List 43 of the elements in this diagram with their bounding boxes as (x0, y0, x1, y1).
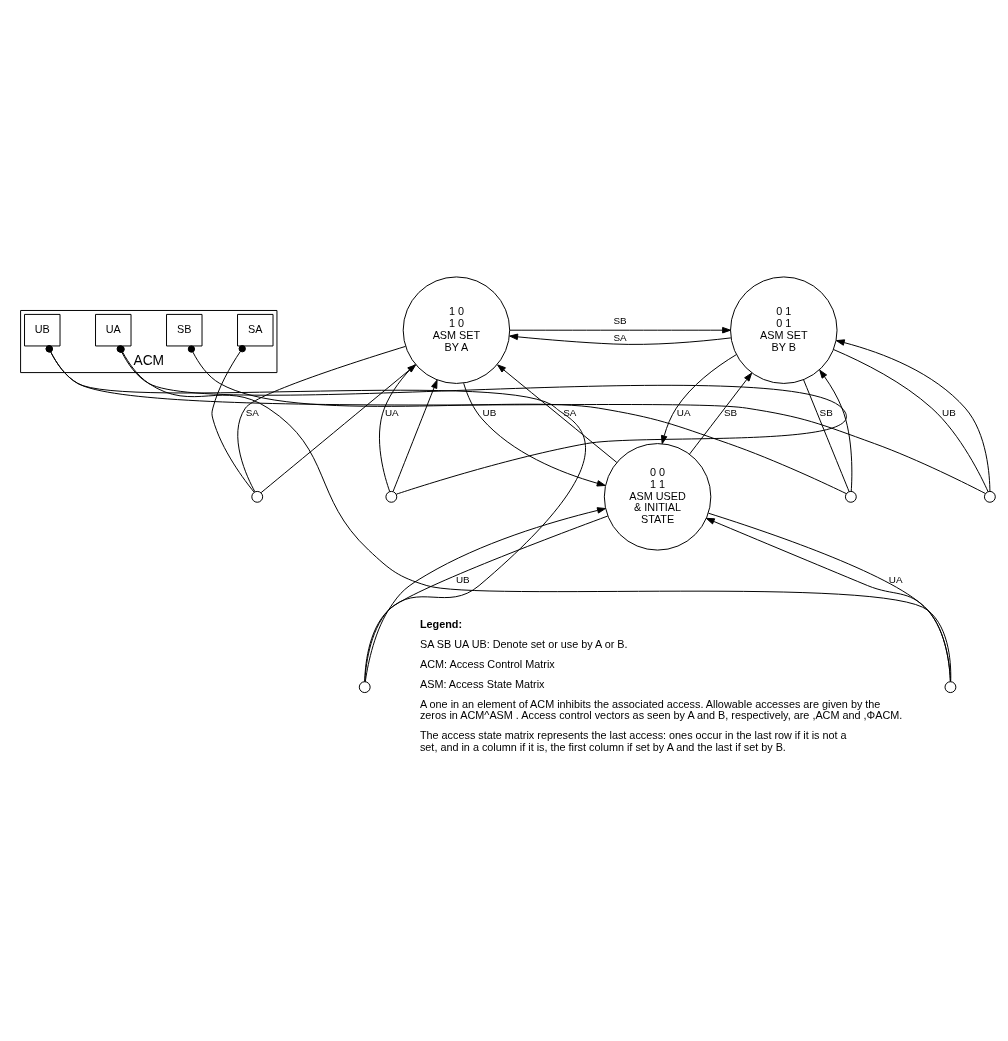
connector (803, 379, 850, 493)
arrow (689, 372, 753, 455)
label: ACM: Access Control Matrix (419, 658, 555, 671)
edge-label: SB (723, 406, 738, 418)
node-circle (385, 490, 398, 503)
edge-label: UB (455, 573, 470, 585)
connector (211, 345, 255, 493)
label: ASM: Access State Matrix (419, 677, 545, 690)
edge-label: UA (384, 406, 399, 418)
label: SA SB UA UB: Denote set or use by A or B. (419, 638, 628, 651)
connector (379, 363, 416, 493)
node-box: SA (237, 313, 274, 347)
node-circle: 0 0 1 1 ASM USED & INITIAL STATE (603, 443, 712, 551)
arrow (260, 364, 417, 494)
node-box: UB (24, 313, 61, 347)
edge-label: SB (819, 406, 833, 418)
arrow (819, 369, 853, 492)
arrow (463, 382, 606, 487)
label: A one in an element of ACM inhibits the associated access. Allowable accesses are given by the zeros in ACM^ASM . Access control vectors as seen by A and B, respectively, are ,ACM and ,ΦACM. (419, 697, 903, 722)
connector (237, 345, 406, 493)
node-box: UA (95, 313, 132, 347)
label: The access state matrix represents the last access: ones occur in the last row if it is not a set, and in a column if it is, the first column if set by A and the last if set by B. (419, 729, 847, 754)
edge-label: UA (888, 573, 903, 585)
edge-label: UA (676, 406, 691, 418)
node-circle (983, 490, 996, 503)
edge-label: UB (942, 406, 956, 418)
edge-label: SA (563, 406, 577, 418)
arrow (509, 333, 732, 345)
edge-label: SA (245, 406, 259, 418)
node-circle: 1 0 1 0 ASM SET BY A (402, 276, 511, 384)
node-circle (844, 490, 857, 503)
edge-label: SA (613, 332, 627, 344)
arrow (392, 379, 438, 492)
node-box: SB (166, 313, 203, 347)
node-circle (944, 681, 957, 694)
label: Legend: (419, 617, 463, 630)
edge-label: UB (482, 406, 497, 418)
node-circle (251, 490, 264, 503)
node-circle (358, 681, 371, 694)
arrow (497, 364, 618, 463)
arrow (509, 326, 731, 334)
edge-label: SB (613, 315, 627, 327)
arrow (660, 354, 737, 445)
